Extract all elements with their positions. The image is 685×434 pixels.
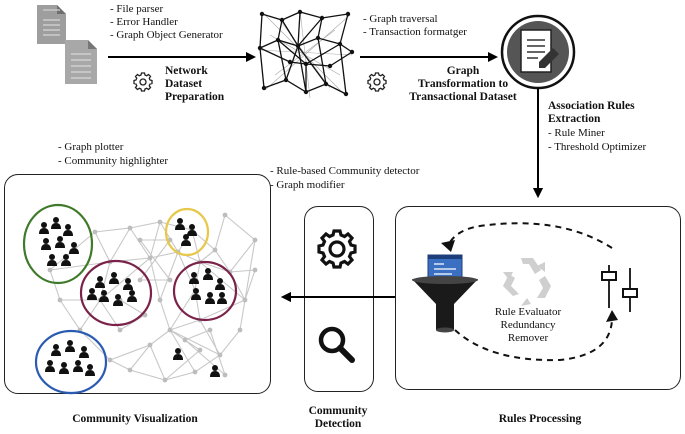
- rules-center-line2: Redundancy: [500, 319, 556, 331]
- gear-icon: [133, 72, 153, 92]
- community-detection-box: [304, 206, 374, 392]
- step1-title-line2: Dataset: [165, 78, 203, 90]
- note-graph-modifier: - Graph modifier: [270, 179, 345, 191]
- note-community-highlighter: - Community highlighter: [58, 155, 168, 167]
- note-graph-object-generator: - Graph Object Generator: [110, 29, 223, 41]
- caption-community-detection-line1: Community: [308, 405, 368, 417]
- note-community-detector: - Rule-based Community detector: [270, 165, 420, 177]
- community-visualization-box: [4, 174, 271, 394]
- note-graph-traversal: - Graph traversal: [363, 13, 438, 25]
- note-rule-miner: - Rule Miner: [548, 127, 605, 139]
- step2-title-line2: Transformation to: [417, 78, 509, 90]
- caption-community-detection-line2: Detection: [314, 418, 362, 430]
- step2-title-line1: Graph: [446, 65, 480, 77]
- document-edit-icon: [500, 14, 576, 90]
- step1-title-line1: Network: [165, 65, 208, 77]
- caption-community-visualization: Community Visualization: [72, 413, 198, 425]
- document-stack-icon: [37, 5, 97, 84]
- note-graph-plotter: - Graph plotter: [58, 141, 124, 153]
- note-threshold-optimizer: - Threshold Optimizer: [548, 141, 647, 153]
- note-file-parser: - File parser: [110, 3, 164, 15]
- note-error-handler: - Error Handler: [110, 16, 178, 28]
- step1-title-line3: Preparation: [165, 91, 225, 103]
- gear-icon: [367, 72, 387, 92]
- network-graph-icon: [257, 9, 355, 99]
- note-transaction-formatter: - Transaction formatger: [363, 26, 467, 38]
- rules-processing-box: [395, 206, 681, 390]
- step3-title-line1: Association Rules: [548, 100, 635, 112]
- step3-title-line2: Extraction: [548, 113, 601, 125]
- step2-title-line3: Transactional Dataset: [409, 91, 517, 103]
- rules-center-line1: Rule Evaluator: [494, 306, 562, 318]
- rules-center-line3: Remover: [507, 332, 549, 344]
- caption-rules-processing: Rules Processing: [498, 413, 582, 425]
